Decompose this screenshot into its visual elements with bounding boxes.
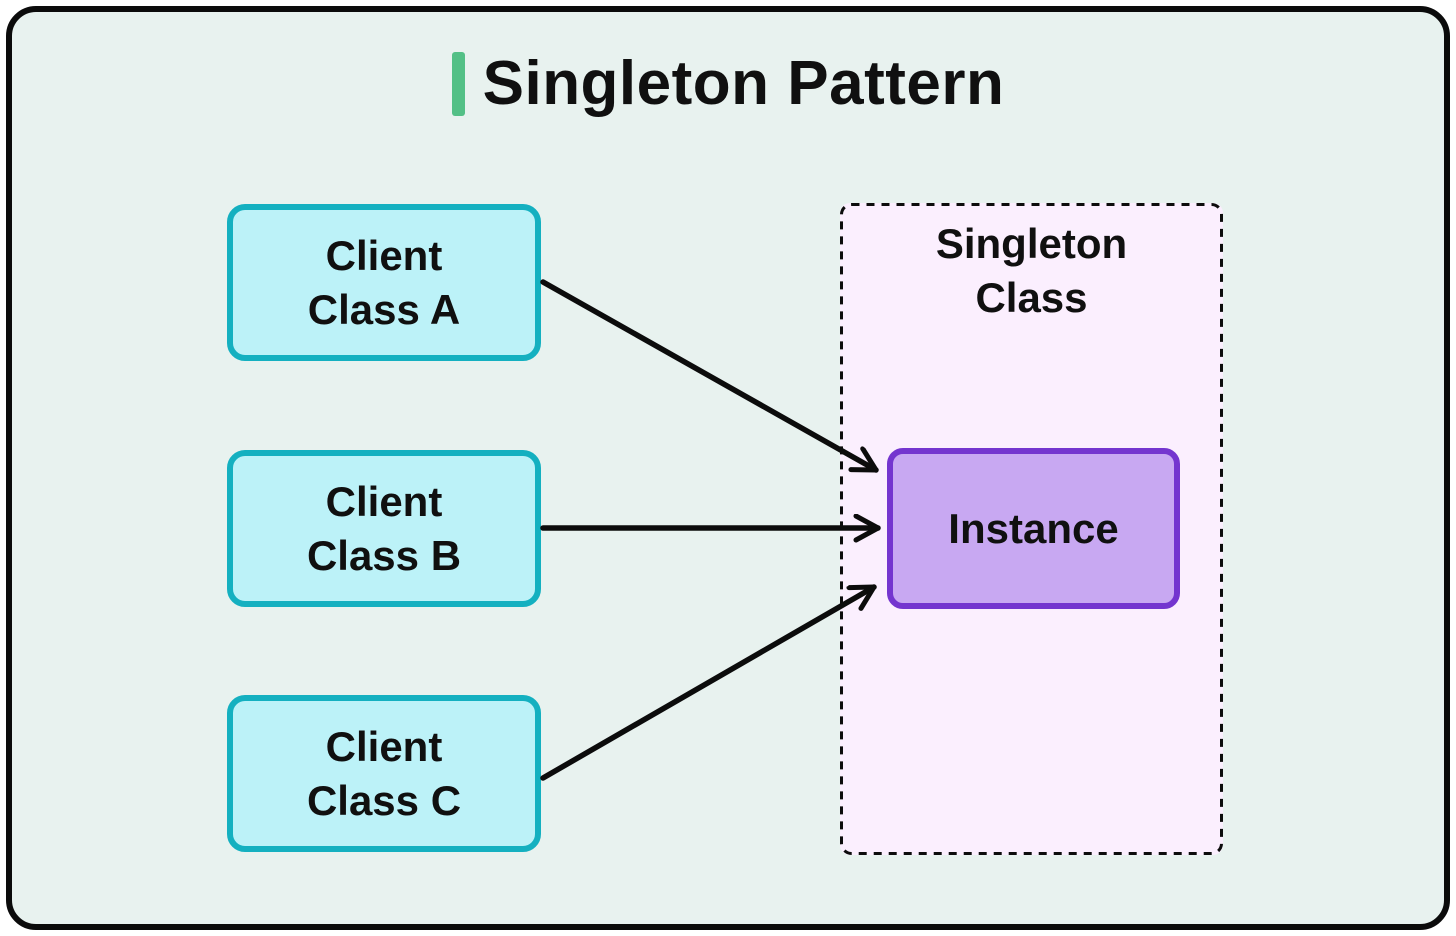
node-label-line: Class (975, 274, 1088, 321)
title-accent-bar (451, 52, 465, 117)
singleton-class-label: Singleton Class (840, 217, 1223, 325)
diagram-frame (6, 6, 1450, 930)
node-label-line: Class C (306, 776, 462, 824)
node-label-line: Class A (307, 285, 461, 333)
node-label-line: Singleton (935, 220, 1128, 267)
node-label-line: Instance (948, 504, 1119, 552)
node-client-class-a: Client Class A (227, 204, 541, 361)
title-row: Singleton Pattern (0, 49, 1456, 118)
page-title: Singleton Pattern (482, 49, 1005, 118)
node-client-class-c: Client Class C (227, 695, 541, 852)
node-client-class-b: Client Class B (227, 450, 541, 607)
node-label-line: Client (325, 477, 443, 525)
node-label-line: Client (325, 722, 443, 770)
node-instance: Instance (887, 448, 1180, 609)
node-label-line: Client (325, 231, 443, 279)
node-label-line: Class B (306, 531, 462, 579)
